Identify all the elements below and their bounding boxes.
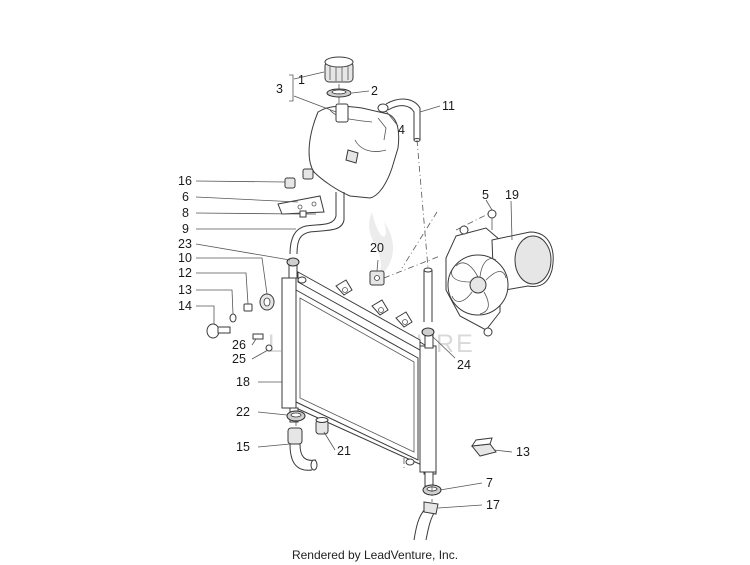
lower-hose-17 <box>413 501 439 541</box>
callout-21: 21 <box>337 444 351 458</box>
centerlines <box>295 84 489 502</box>
spacer-12 <box>243 303 253 312</box>
expansion-tank <box>308 103 400 199</box>
screw-26 <box>252 333 264 340</box>
callout-1-label: 1 <box>298 73 305 87</box>
tank-outlet-hose <box>289 192 345 255</box>
callout-4: 4 <box>398 123 405 137</box>
hose-24 <box>421 267 435 337</box>
callout-19: 19 <box>505 188 519 202</box>
clip-13-right <box>470 437 497 457</box>
callout-17: 17 <box>486 498 500 512</box>
leader-lines <box>195 71 513 509</box>
callout-13-left: 13 <box>178 283 192 297</box>
callout-2: 2 <box>371 84 378 98</box>
hose-clamp-22 <box>286 410 306 422</box>
rubber-grommet-10 <box>259 293 275 311</box>
callout-18: 18 <box>236 375 250 389</box>
callout-10: 10 <box>178 251 192 265</box>
callout-3: 3 <box>276 82 283 96</box>
callout-23: 23 <box>178 237 192 251</box>
cooling-fan <box>445 225 554 337</box>
hose-clip-4 <box>377 103 389 113</box>
callout-11: 11 <box>442 99 455 113</box>
callout-8: 8 <box>182 206 189 220</box>
callout-13-right: 13 <box>516 445 530 459</box>
washer-25 <box>265 344 273 352</box>
clip-20 <box>369 270 385 286</box>
callout-5: 5 <box>482 188 489 202</box>
callout-7: 7 <box>486 476 493 490</box>
lower-hose-15 <box>287 427 318 471</box>
callout-25: 25 <box>232 352 246 366</box>
tank-bracket <box>277 195 325 215</box>
callout-12: 12 <box>178 266 192 280</box>
rubber-nut-16 <box>284 168 314 189</box>
callout-26: 26 <box>232 338 246 352</box>
watermark-flame-icon <box>369 212 394 278</box>
callout-15: 15 <box>236 440 250 454</box>
hose-clamp-23 <box>286 257 300 267</box>
callout-14: 14 <box>178 299 192 313</box>
radiator <box>281 261 437 487</box>
overflow-hose <box>385 98 421 142</box>
callout-6: 6 <box>182 190 189 204</box>
tank-cap <box>324 56 354 83</box>
screw-14 <box>206 323 231 339</box>
callout-20: 20 <box>370 241 384 255</box>
footer-credit: Rendered by LeadVenture, Inc. <box>291 548 459 562</box>
callout-16: 16 <box>178 174 192 188</box>
callout-9: 9 <box>182 222 189 236</box>
callout-numbers: 1 1 3 2 4 11 16 6 8 9 23 10 12 13 14 26 … <box>178 73 530 512</box>
bolt-5 <box>487 209 497 230</box>
drain-plug-21 <box>315 417 329 435</box>
washer-13 <box>229 313 237 323</box>
callout-22: 22 <box>236 405 250 419</box>
callout-24: 24 <box>457 358 471 372</box>
